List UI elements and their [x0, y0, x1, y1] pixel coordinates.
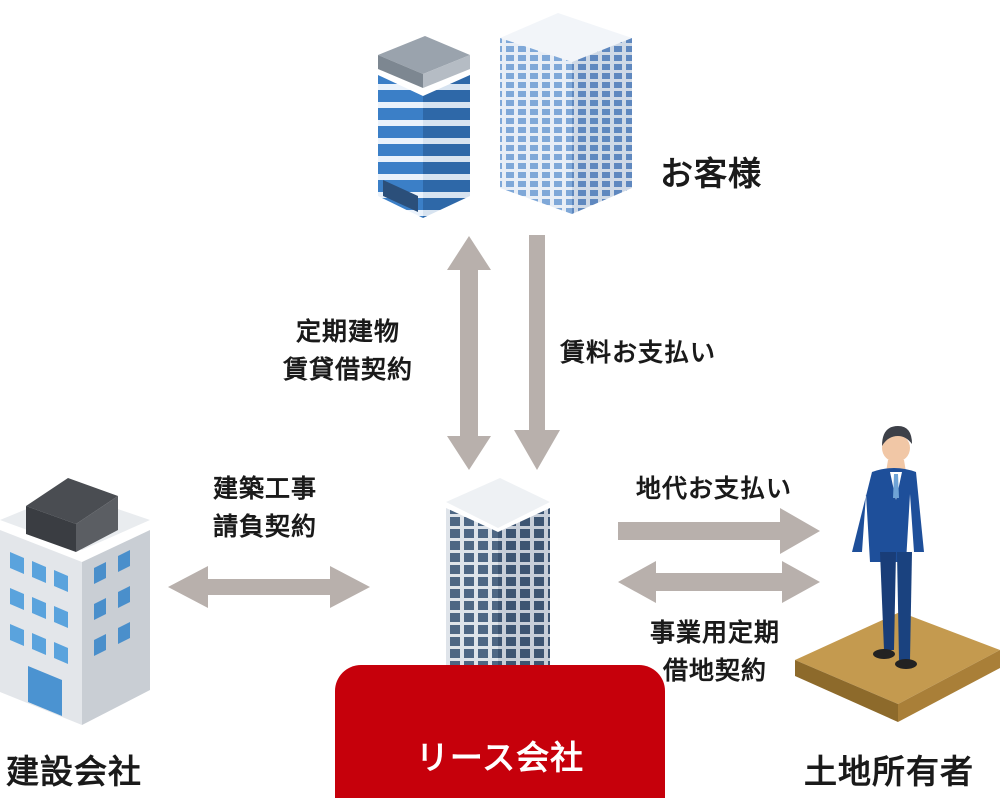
building-lease-arrow [447, 236, 491, 470]
building-lease-label: 定期建物 賃貸借契約 [283, 313, 413, 389]
land-lease-label-line1: 事業用定期 [650, 618, 781, 647]
lease-company-label: リース会社 [415, 738, 585, 777]
ground-rent-payment-arrow [618, 508, 820, 554]
customer-label: お客様 [660, 154, 762, 193]
construction-contract-label: 建築工事 請負契約 [213, 470, 317, 546]
ground-rent-payment-label: 地代お支払い [636, 474, 793, 503]
construction-contract-label-line2: 請負契約 [213, 512, 318, 541]
rent-payment-label: 賃料お支払い [560, 338, 717, 367]
customer-tower-grid-icon [500, 13, 632, 214]
landowner-businessman-icon [852, 426, 924, 669]
building-lease-label-line1: 定期建物 [296, 317, 401, 346]
land-lease-label-line2: 借地契約 [663, 656, 768, 685]
construction-company-building-icon [0, 478, 150, 725]
rent-payment-arrow [514, 235, 560, 470]
land-lease-arrow [618, 561, 820, 603]
construction-contract-arrow [168, 566, 370, 608]
building-lease-label-line2: 賃貸借契約 [283, 355, 414, 384]
landowner-label: 土地所有者 [804, 752, 974, 791]
customer-tower-striped-icon [378, 36, 470, 218]
landowner-land-plot-icon [795, 612, 1000, 722]
construction-company-label: 建設会社 [6, 752, 142, 791]
land-lease-label: 事業用定期 借地契約 [650, 614, 780, 690]
construction-contract-label-line1: 建築工事 [213, 474, 318, 503]
lease-company-box [335, 665, 665, 798]
